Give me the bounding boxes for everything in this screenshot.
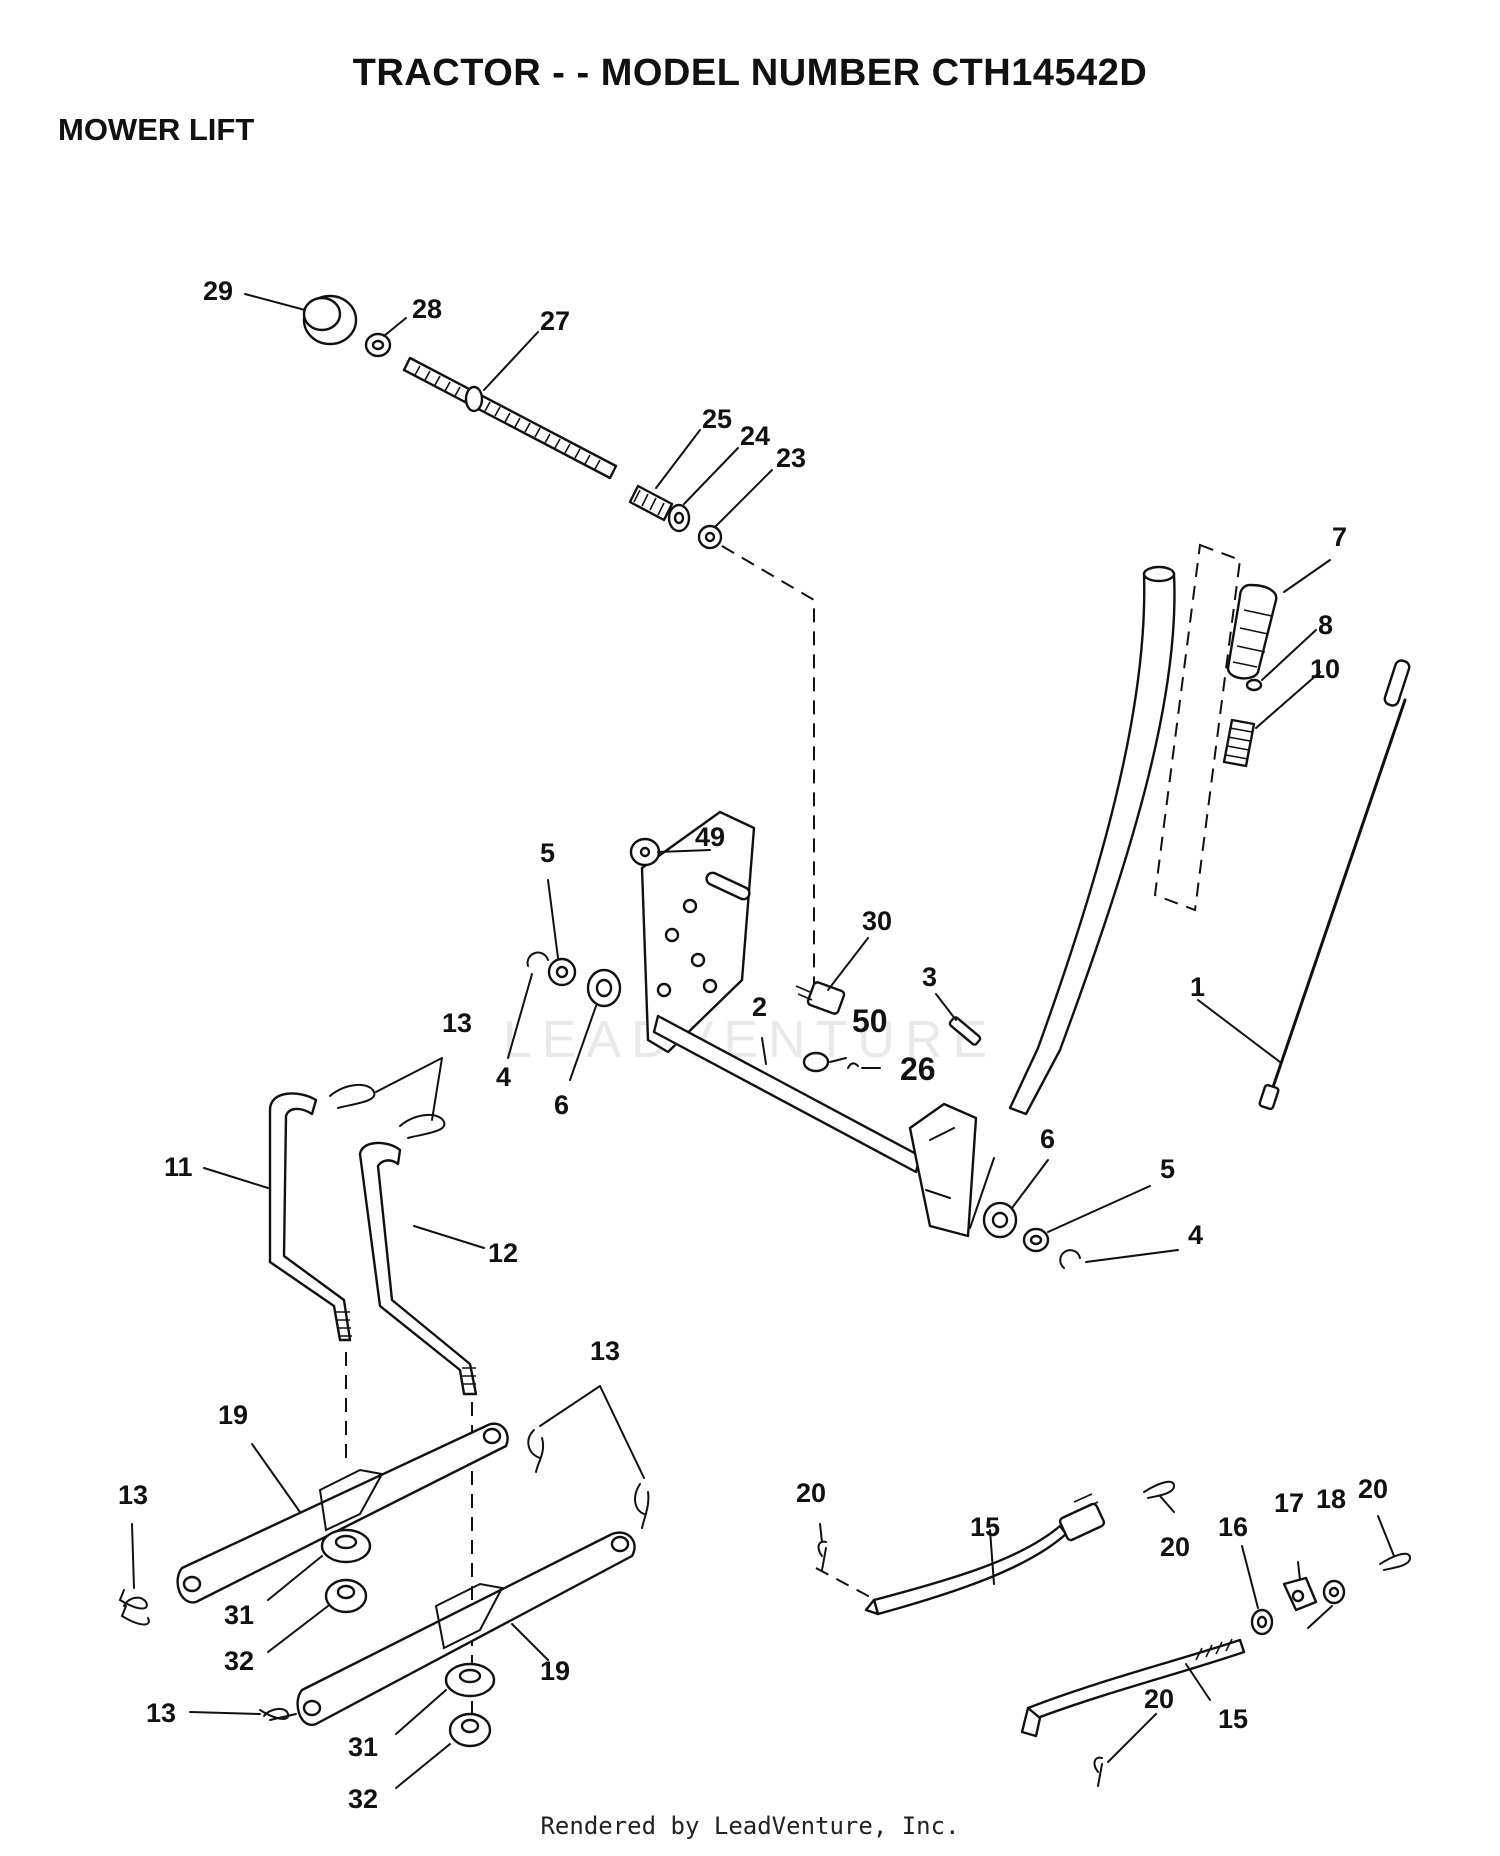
callout-4-right: 4 (1188, 1220, 1203, 1250)
callout-20-middle: 20 (1160, 1532, 1190, 1562)
callout-24: 24 (740, 421, 770, 451)
part-23-nut (697, 469, 773, 550)
callout-50: 50 (852, 1003, 888, 1039)
part-18-nut (1307, 1579, 1346, 1629)
part-32-nut-lower (395, 1712, 492, 1789)
callout-15-right: 15 (1218, 1704, 1248, 1734)
part-4-clip-right (1059, 1249, 1179, 1269)
assembly-path-rod-15 (815, 1567, 873, 1599)
part-32-nut-upper (267, 1578, 368, 1653)
callout-19-lower: 19 (540, 1656, 570, 1686)
callout-6-left: 6 (554, 1090, 569, 1120)
part-2-lift-shaft-bracket (640, 810, 995, 1238)
part-10-spring (1222, 671, 1321, 768)
part-17-trunnion (1282, 1561, 1318, 1612)
callout-10: 10 (1310, 654, 1340, 684)
callout-13-left: 13 (118, 1480, 148, 1510)
part-24-washer (667, 447, 739, 533)
callout-31-upper: 31 (224, 1600, 254, 1630)
callout-30: 30 (862, 906, 892, 936)
part-8-cap (1245, 629, 1317, 692)
section-title: MOWER LIFT (58, 112, 255, 147)
part-15-lift-rod-right (1020, 1638, 1246, 1738)
callout-27: 27 (540, 306, 570, 336)
assembly-path-rod-to-bracket (721, 545, 815, 985)
callout-15-left: 15 (970, 1512, 1000, 1542)
callout-12: 12 (488, 1238, 518, 1268)
callout-29: 29 (203, 276, 233, 306)
part-49-washer (629, 837, 711, 867)
part-30-bolt (795, 937, 869, 1015)
callout-13-right: 13 (590, 1336, 620, 1366)
callout-13-bottom: 13 (146, 1698, 176, 1728)
part-handle-lift-arm (1008, 565, 1176, 1116)
callout-1: 1 (1190, 972, 1205, 1002)
callout-26: 26 (900, 1051, 936, 1087)
part-13-hair-pin-upper (329, 1057, 446, 1139)
callout-4-left: 4 (496, 1062, 511, 1092)
callout-18: 18 (1316, 1484, 1346, 1514)
callout-20-bottom: 20 (1144, 1684, 1174, 1714)
callout-6-right: 6 (1040, 1124, 1055, 1154)
part-5-washer-right (1022, 1185, 1151, 1253)
callout-20-right: 20 (1358, 1474, 1388, 1504)
part-12-lift-link (358, 1141, 485, 1396)
callout-17: 17 (1274, 1488, 1304, 1518)
part-3-key (935, 993, 982, 1046)
part-28-nut (364, 317, 407, 358)
callout-23: 23 (776, 443, 806, 473)
callout-16: 16 (1218, 1512, 1248, 1542)
callout-2: 2 (752, 992, 767, 1022)
callout-11: 11 (164, 1152, 193, 1182)
part-16-washer (1241, 1545, 1274, 1636)
callout-5-left: 5 (540, 838, 555, 868)
part-1-lift-link-rod (1197, 659, 1411, 1111)
part-29-knob (244, 293, 358, 346)
part-31-bushing-upper (267, 1528, 372, 1601)
callout-7: 7 (1332, 522, 1347, 552)
callout-5-right: 5 (1160, 1154, 1175, 1184)
callout-20-left: 20 (796, 1478, 826, 1508)
assembly-box-handle-grip (1153, 543, 1242, 912)
part-27-adjustment-rod (402, 331, 618, 480)
part-7-grip (1226, 559, 1331, 680)
part-50-nut (802, 1051, 847, 1073)
callout-32-lower: 32 (348, 1784, 378, 1814)
part-15-lift-rod-left (864, 1493, 1106, 1616)
part-20-cotter-pins (817, 1480, 1412, 1787)
part-26-pin (847, 1062, 881, 1069)
part-11-lift-link (203, 1092, 352, 1342)
part-19-lift-arm-lower (296, 1531, 636, 1726)
part-31-bushing-lower (395, 1662, 496, 1735)
callout-25: 25 (702, 404, 732, 434)
callout-32-upper: 32 (224, 1646, 254, 1676)
part-5-washer-left (547, 879, 577, 987)
callout-49: 49 (695, 822, 725, 852)
part-6-bushing-right (982, 1159, 1049, 1239)
page-title: TRACTOR - - MODEL NUMBER CTH14542D (352, 52, 1148, 94)
part-4-clip-left (507, 951, 549, 1059)
callout-31-lower: 31 (348, 1732, 378, 1762)
callout-13-top: 13 (442, 1008, 472, 1038)
callout-8: 8 (1318, 610, 1333, 640)
part-13-hair-pin-lower-group (118, 1385, 650, 1721)
part-25-spring (628, 429, 701, 522)
callout-19-upper: 19 (218, 1400, 248, 1430)
callout-28: 28 (412, 294, 442, 324)
callout-3: 3 (922, 962, 937, 992)
part-19-lift-arm-upper (176, 1422, 509, 1604)
footer-credit: Rendered by LeadVenture, Inc. (540, 1812, 960, 1840)
part-6-bushing-left (569, 968, 622, 1081)
